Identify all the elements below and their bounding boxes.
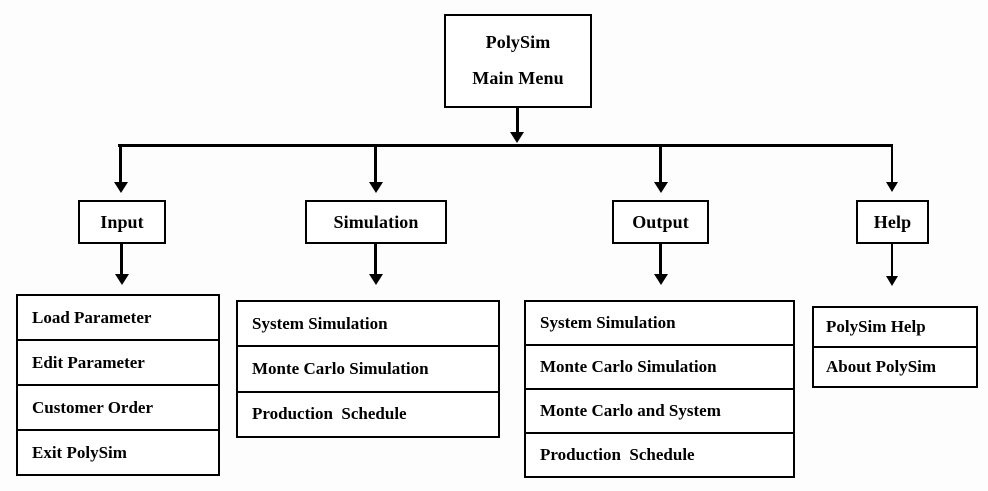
list-item[interactable]: Production Schedule <box>540 445 695 464</box>
category-node-help[interactable]: Help <box>856 200 929 244</box>
connector-output-to-list <box>659 244 662 276</box>
category-label-help: Help <box>873 211 912 232</box>
connector-simulation-to-list <box>374 244 377 276</box>
list-item[interactable]: About PolySim <box>826 357 937 376</box>
connector-bus-to-input <box>119 144 122 184</box>
connector-bus-to-output <box>659 144 662 184</box>
category-node-simulation[interactable]: Simulation <box>305 200 447 244</box>
menu-list-input: Load Parameter Edit Parameter Customer O… <box>16 294 220 476</box>
menu-list-simulation: System Simulation Monte Carlo Simulation… <box>236 300 500 438</box>
root-node-line-2: Main Menu <box>472 67 564 88</box>
list-item[interactable]: Edit Parameter <box>18 341 218 386</box>
connector-help-to-list <box>891 244 893 278</box>
root-node-line-1: PolySim <box>485 31 551 52</box>
arrowhead-bus-to-output <box>654 182 668 193</box>
arrowhead-root-to-bus <box>510 132 524 143</box>
list-item[interactable]: Monte Carlo and System <box>526 390 793 434</box>
category-node-input[interactable]: Input <box>78 200 166 244</box>
connector-root-stem <box>516 108 519 134</box>
list-item[interactable]: Exit PolySim <box>32 442 127 462</box>
list-item[interactable]: Monte Carlo Simulation <box>526 346 793 390</box>
category-label-output: Output <box>632 211 689 232</box>
root-node-main-menu[interactable]: PolySim Main Menu <box>444 14 592 108</box>
menu-list-output: System Simulation Monte Carlo Simulation… <box>524 300 795 478</box>
arrowhead-bus-to-simulation <box>369 182 383 193</box>
list-item[interactable]: Customer Order <box>18 386 218 431</box>
list-item[interactable]: PolySim Help <box>814 308 976 348</box>
list-item[interactable]: System Simulation <box>238 302 498 348</box>
arrowhead-output-to-list <box>654 274 668 285</box>
connector-input-to-list <box>120 244 123 276</box>
list-item[interactable]: System Simulation <box>526 302 793 346</box>
arrowhead-simulation-to-list <box>369 274 383 285</box>
arrowhead-bus-to-input <box>114 182 128 193</box>
connector-bus-to-help <box>891 144 893 184</box>
category-node-output[interactable]: Output <box>612 200 709 244</box>
category-label-simulation: Simulation <box>333 211 419 232</box>
connector-bus-horizontal <box>118 144 893 147</box>
arrowhead-input-to-list <box>115 274 129 285</box>
category-label-input: Input <box>100 211 144 232</box>
list-item[interactable]: Load Parameter <box>18 296 218 341</box>
arrowhead-help-to-list <box>886 276 898 286</box>
menu-list-help: PolySim Help About PolySim <box>812 306 978 388</box>
connector-bus-to-simulation <box>374 144 377 184</box>
list-item[interactable]: Monte Carlo Simulation <box>238 347 498 393</box>
list-item[interactable]: Production Schedule <box>252 404 407 424</box>
arrowhead-bus-to-help <box>886 182 898 192</box>
